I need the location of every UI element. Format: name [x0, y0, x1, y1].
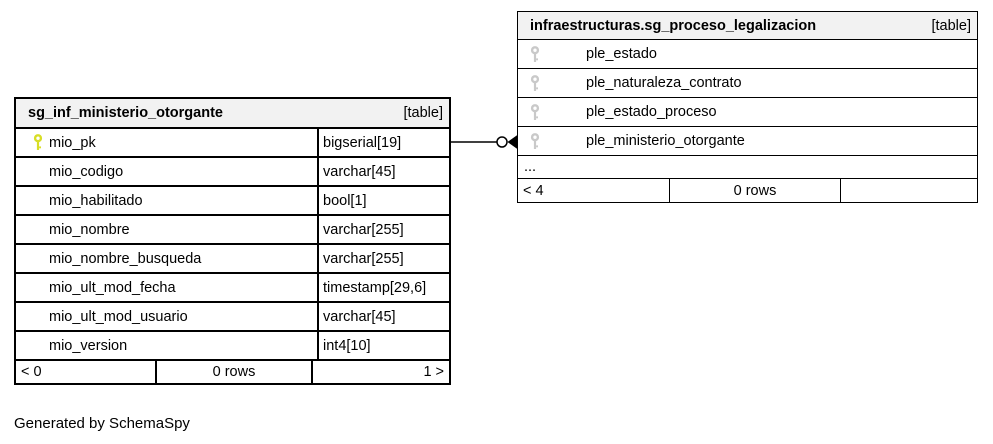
column-type: timestamp[29,6] — [317, 274, 449, 301]
column-type: varchar[255] — [317, 245, 449, 272]
footer-parents-count: < 4 — [518, 179, 670, 202]
ellipsis-label: ... — [524, 159, 537, 175]
column-name: mio_nombre — [49, 221, 130, 238]
table-title[interactable]: sg_inf_ministerio_otorgante — [28, 105, 223, 121]
column-row-mio-habilitado[interactable]: mio_habilitado bool[1] — [16, 187, 449, 216]
key-cell — [518, 132, 586, 150]
table-title[interactable]: infraestructuras.sg_proceso_legalizacion — [530, 17, 817, 34]
column-type: bool[1] — [317, 187, 449, 214]
foreign-key-icon — [530, 132, 540, 149]
column-row-ple-ministerio-otorgante[interactable]: ple_ministerio_otorgante — [518, 127, 977, 156]
column-name: ple_naturaleza_contrato — [586, 75, 742, 91]
table-footer: < 4 0 rows — [518, 179, 977, 202]
footer-parents-count: < 0 — [16, 361, 157, 383]
table-header[interactable]: infraestructuras.sg_proceso_legalizacion… — [518, 12, 977, 40]
column-name: mio_pk — [49, 134, 96, 151]
footer-children-count: 1 > — [423, 364, 444, 380]
table-type-tag: [table] — [403, 105, 444, 121]
table-header[interactable]: sg_inf_ministerio_otorgante [table] — [16, 99, 449, 129]
column-row-ple-estado-proceso[interactable]: ple_estado_proceso — [518, 98, 977, 127]
column-name: mio_codigo — [49, 163, 124, 180]
column-row-mio-version[interactable]: mio_version int4[10] — [16, 332, 449, 361]
column-type: varchar[45] — [317, 303, 449, 330]
column-name: mio_ult_mod_fecha — [49, 279, 176, 296]
foreign-key-icon — [530, 74, 540, 91]
column-row-mio-nombre-busqueda[interactable]: mio_nombre_busqueda varchar[255] — [16, 245, 449, 274]
zero-cardinality-circle — [496, 136, 508, 148]
column-name: ple_ministerio_otorgante — [586, 133, 745, 149]
footer-rows-count: 0 rows — [670, 179, 841, 202]
column-row-mio-nombre[interactable]: mio_nombre varchar[255] — [16, 216, 449, 245]
column-name: ple_estado — [586, 46, 657, 62]
arrowhead — [507, 135, 517, 149]
column-name: mio_habilitado — [49, 192, 143, 209]
key-cell — [518, 74, 586, 92]
footer-children-count — [841, 179, 977, 202]
column-name: ple_estado_proceso — [586, 104, 717, 120]
column-row-mio-pk[interactable]: mio_pk bigserial[19] — [16, 129, 449, 158]
key-cell — [518, 103, 586, 121]
column-type: int4[10] — [317, 332, 449, 359]
column-row-mio-ult-mod-usuario[interactable]: mio_ult_mod_usuario varchar[45] — [16, 303, 449, 332]
key-cell — [518, 45, 586, 63]
foreign-key-icon — [530, 45, 540, 62]
column-type: varchar[45] — [317, 158, 449, 185]
column-row-ple-estado[interactable]: ple_estado — [518, 40, 977, 69]
column-row-mio-ult-mod-fecha[interactable]: mio_ult_mod_fecha timestamp[29,6] — [16, 274, 449, 303]
key-cell — [16, 134, 49, 151]
primary-key-icon — [33, 134, 43, 150]
table-footer: < 0 0 rows 1 > — [16, 361, 449, 383]
column-type: varchar[255] — [317, 216, 449, 243]
column-name: mio_nombre_busqueda — [49, 250, 202, 267]
footer-rows-count: 0 rows — [157, 361, 313, 383]
column-name: mio_ult_mod_usuario — [49, 308, 188, 325]
table-type-tag: [table] — [931, 17, 972, 34]
columns-ellipsis-row: ... — [518, 156, 977, 179]
generated-by-note: Generated by SchemaSpy — [14, 415, 190, 432]
column-type: bigserial[19] — [317, 129, 449, 156]
table-node-sg-inf-ministerio-otorgante: sg_inf_ministerio_otorgante [table] mio_… — [14, 97, 451, 385]
table-node-infraestructuras-sg-proceso-legalizacion: infraestructuras.sg_proceso_legalizacion… — [517, 11, 978, 203]
column-row-ple-naturaleza-contrato[interactable]: ple_naturaleza_contrato — [518, 69, 977, 98]
column-name: mio_version — [49, 337, 128, 354]
foreign-key-icon — [530, 103, 540, 120]
column-row-mio-codigo[interactable]: mio_codigo varchar[45] — [16, 158, 449, 187]
